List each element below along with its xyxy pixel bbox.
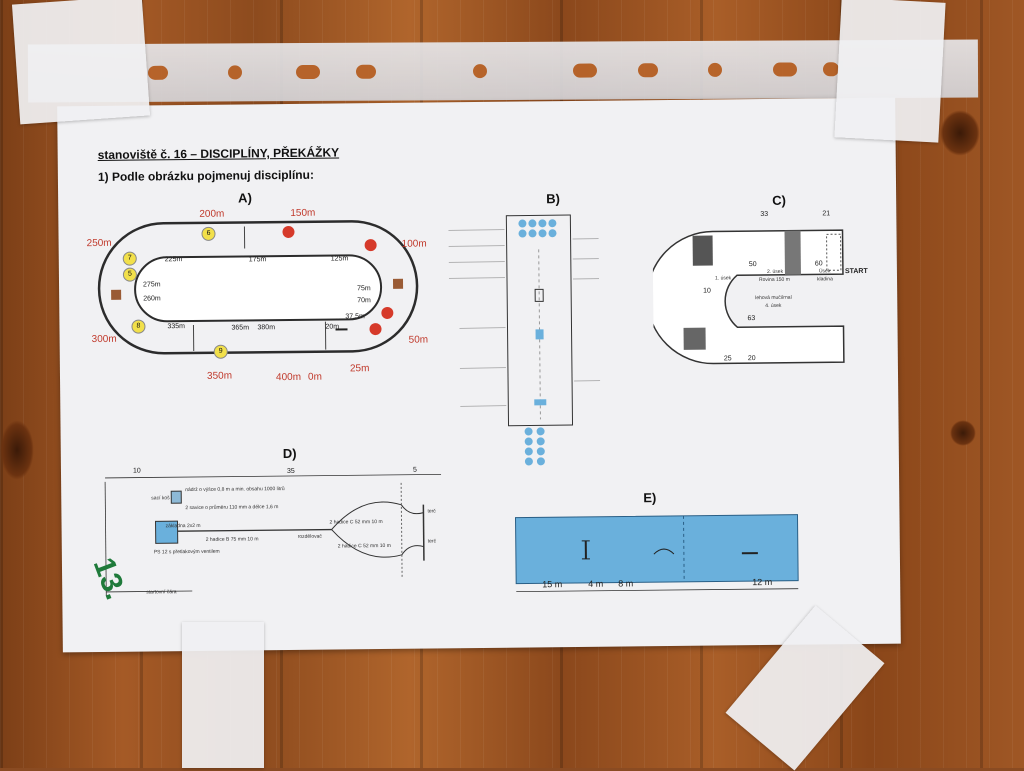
diagram-e-label: E) bbox=[643, 490, 656, 505]
diagram-a-label: A) bbox=[238, 190, 252, 205]
sleeve-hole bbox=[708, 63, 722, 77]
attack-note: 2 savice o průměru 110 mm a délce 1,6 m bbox=[185, 504, 278, 511]
attack-dimension: 35 bbox=[287, 468, 295, 475]
track-badge: 6 bbox=[201, 227, 215, 241]
track-mark: 275m bbox=[143, 281, 161, 288]
track-mark: 70m bbox=[357, 297, 371, 304]
track-mark: 37.5m bbox=[345, 313, 365, 320]
pool-dimension: 8 m bbox=[618, 578, 633, 588]
attack-note: 2 hadice C 52 mm 10 m bbox=[330, 519, 383, 526]
attack-note: 2 hadice C 52 mm 10 m bbox=[338, 543, 391, 550]
track-mark: 25m bbox=[350, 363, 370, 374]
wood-knot bbox=[940, 110, 980, 156]
pool-dimension: 4 m bbox=[588, 579, 603, 589]
sleeve-hole bbox=[473, 64, 487, 78]
attack-note: terč bbox=[427, 508, 435, 514]
course-dimension: 63 bbox=[747, 315, 755, 322]
track-mark: 0m bbox=[308, 372, 322, 383]
attack-note: startovní čára bbox=[146, 589, 176, 595]
course-note: 1. úsek bbox=[715, 275, 731, 281]
attack-note: nádrž o výšce 0,8 m a min. obsahu 1000 l… bbox=[185, 486, 285, 493]
course-note: Úsek bbox=[819, 268, 830, 274]
sleeve-hole bbox=[638, 63, 658, 77]
wood-knot bbox=[0, 420, 34, 480]
sleeve-hole bbox=[356, 65, 376, 79]
track-badge: 8 bbox=[131, 319, 145, 333]
course-dimension: 10 bbox=[703, 288, 711, 295]
attack-note: 2 hadice B 75 mm 10 m bbox=[206, 536, 259, 543]
track-mark: 200m bbox=[199, 209, 224, 220]
tape-top-left bbox=[12, 0, 150, 124]
track-mark: 75m bbox=[357, 285, 371, 292]
course-dimension: 33 bbox=[760, 211, 768, 218]
track-mark: 150m bbox=[290, 208, 315, 219]
diagram-b-label: B) bbox=[546, 191, 560, 206]
sleeve-hole bbox=[228, 65, 242, 79]
course-note: Rovina 150 m bbox=[759, 277, 790, 283]
attack-note: rozdělovač bbox=[298, 534, 322, 540]
attack-note: sací koš bbox=[151, 495, 169, 501]
track-mark: 300m bbox=[92, 334, 117, 345]
course-start: START bbox=[845, 268, 868, 275]
track-mark: 335m bbox=[167, 323, 185, 330]
track-mark: 365m bbox=[231, 324, 249, 331]
track-badge: 5 bbox=[123, 268, 137, 282]
track-mark: 20m bbox=[325, 323, 339, 330]
plastic-sleeve-strip bbox=[28, 40, 978, 103]
diagram-a-track bbox=[94, 213, 426, 366]
course-dimension: 25 bbox=[724, 355, 732, 362]
track-mark: 100m bbox=[402, 239, 427, 250]
diagram-b-lane bbox=[428, 209, 601, 473]
attack-note: PS 12 s přetlakovým ventilem bbox=[154, 549, 220, 556]
diagram-c-label: C) bbox=[772, 193, 786, 208]
course-dimension: 21 bbox=[822, 210, 830, 217]
attack-dimension: 5 bbox=[413, 467, 417, 474]
course-note: 4. úsek bbox=[765, 303, 781, 309]
track-mark: 400m bbox=[276, 372, 301, 383]
tape-top-right bbox=[834, 0, 945, 143]
track-mark: 260m bbox=[143, 295, 161, 302]
wood-knot bbox=[950, 420, 976, 446]
pool-dimension: 12 m bbox=[752, 577, 772, 587]
sheet-heading: stanoviště č. 16 – DISCIPLÍNY, PŘEKÁŽKY bbox=[98, 145, 340, 162]
track-mark: 175m bbox=[249, 256, 267, 263]
track-mark: 125m bbox=[331, 255, 349, 262]
track-mark: 380m bbox=[257, 324, 275, 331]
attack-note: terč bbox=[428, 538, 436, 544]
diagram-d-label: D) bbox=[283, 446, 297, 461]
track-mark: 50m bbox=[409, 335, 429, 346]
sleeve-hole bbox=[823, 62, 839, 76]
track-mark: 350m bbox=[207, 371, 232, 382]
course-dimension: 50 bbox=[749, 261, 757, 268]
course-note: 2. úsek bbox=[767, 269, 783, 275]
sleeve-hole bbox=[773, 62, 797, 76]
tape-bottom-center bbox=[182, 622, 264, 768]
course-dimension: 20 bbox=[748, 355, 756, 362]
track-mark: 250m bbox=[87, 238, 112, 249]
paper-sheet: stanoviště č. 16 – DISCIPLÍNY, PŘEKÁŽKY … bbox=[57, 98, 901, 653]
attack-dimension: 10 bbox=[133, 468, 141, 475]
track-mark: 225m bbox=[165, 256, 183, 263]
sleeve-hole bbox=[296, 65, 320, 79]
course-note: kladina bbox=[817, 276, 833, 282]
sleeve-hole bbox=[148, 66, 168, 80]
course-note: lehová mučiírnaí bbox=[755, 295, 792, 301]
pool-dimension: 15 m bbox=[542, 579, 562, 589]
track-badge: 9 bbox=[214, 345, 228, 359]
attack-note: základna 2x2 m bbox=[166, 523, 201, 529]
sleeve-hole bbox=[573, 64, 597, 78]
track-badge: 7 bbox=[123, 252, 137, 266]
course-dimension: 60 bbox=[815, 260, 823, 267]
sheet-question: 1) Podle obrázku pojmenuj disciplínu: bbox=[98, 168, 314, 184]
